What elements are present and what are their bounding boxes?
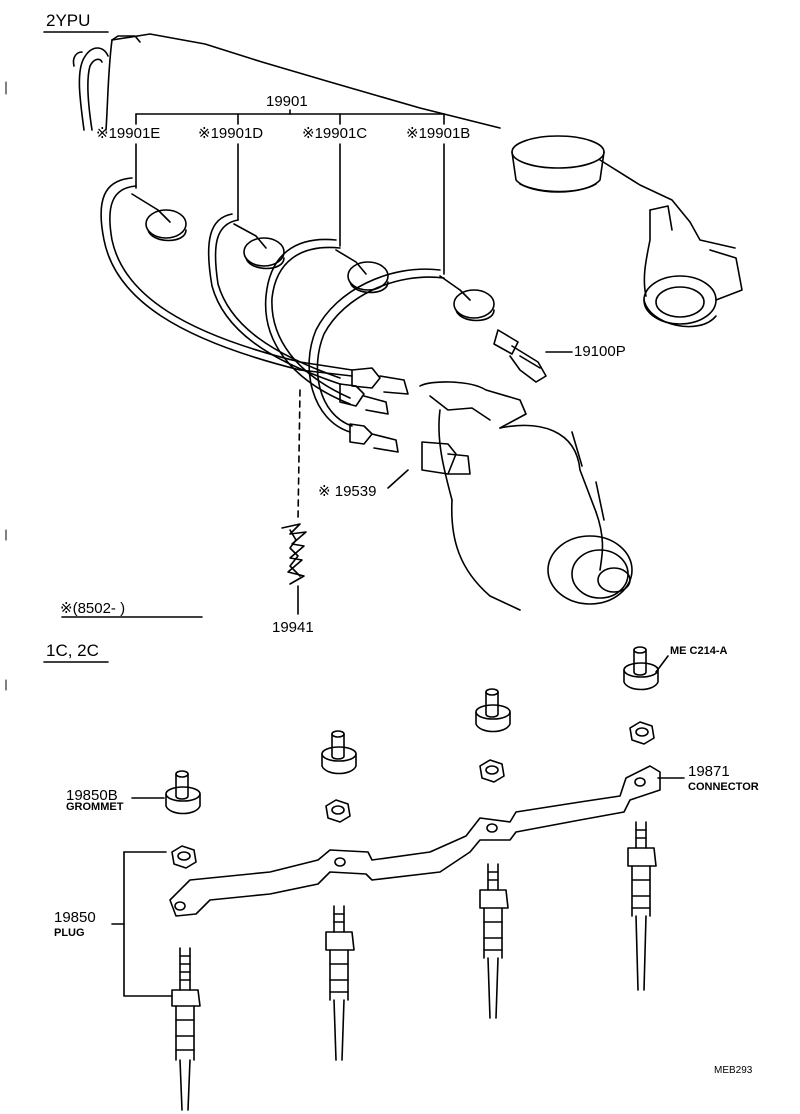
filler-cap [512, 136, 604, 192]
high-tension-wires [101, 178, 444, 432]
diagram-code: MEB293 [714, 1065, 753, 1076]
footnote: ※(8502- ) [60, 600, 126, 617]
label-grommet: GROMMET [66, 801, 124, 813]
label-19100p: 19100P [574, 343, 626, 360]
grommets [166, 647, 658, 814]
distributor [420, 382, 632, 610]
label-19901e: ※19901E [96, 125, 161, 142]
hose-pipe [73, 48, 108, 130]
section-label-2ypu: 2YPU [46, 11, 91, 30]
label-19901d: ※19901D [198, 125, 264, 142]
coil-connector [388, 442, 470, 488]
nuts [172, 722, 654, 868]
connector-bar [170, 766, 660, 916]
bottom-leaders [112, 656, 684, 996]
label-19941: 19941 [272, 619, 314, 636]
water-outlet [644, 206, 742, 327]
section-label-1c-2c: 1C, 2C [46, 641, 99, 660]
label-connector: CONNECTOR [688, 781, 759, 793]
wire-terminals [340, 368, 408, 452]
label-plug: PLUG [54, 927, 85, 939]
glow-plugs [172, 822, 656, 1110]
label-19901b: ※19901B [406, 125, 471, 142]
plug-boots [132, 194, 494, 321]
engine-outline [106, 34, 735, 248]
spark-plug-19100p [494, 330, 546, 382]
label-19539: ※ 19539 [318, 483, 377, 500]
label-19901c: ※19901C [302, 125, 368, 142]
label-19871: 19871 [688, 763, 730, 780]
label-19850b: 19850B [66, 787, 118, 804]
label-19850: 19850 [54, 909, 96, 926]
label-mec214a: ME C214-A [670, 645, 728, 657]
set-bracket [136, 110, 444, 274]
dashed-leader [298, 390, 300, 520]
label-19901: 19901 [266, 93, 308, 110]
clamp-19941 [282, 524, 306, 614]
